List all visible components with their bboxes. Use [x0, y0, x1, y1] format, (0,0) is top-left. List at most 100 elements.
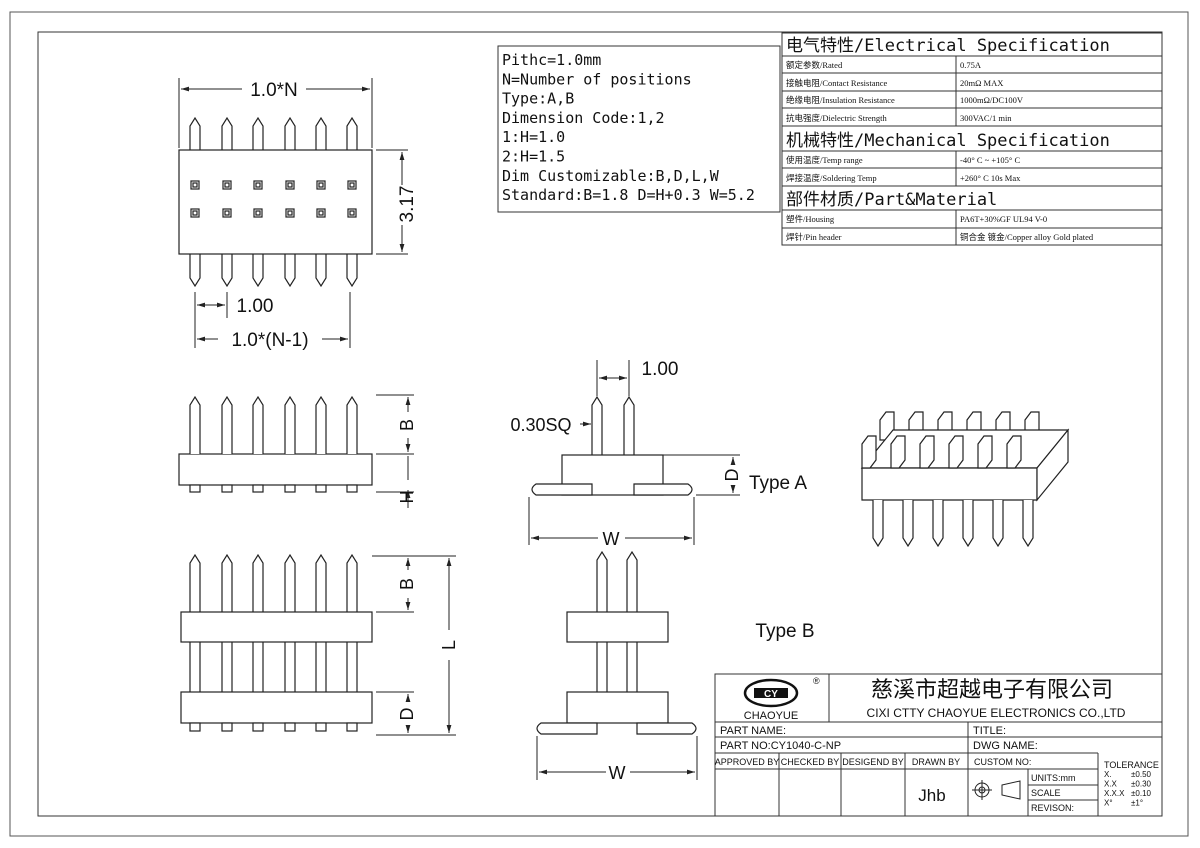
note-line: Pithc=1.0mm	[502, 51, 601, 69]
front-a-foot	[252, 484, 264, 493]
note-line: Dim Customizable:B,D,L,W	[502, 167, 720, 185]
company-name-cn: 慈溪市超越电子有限公司	[871, 677, 1113, 702]
inner-border	[37, 31, 1163, 817]
company-name-en: CIXI CTTY CHAOYUE ELECTRONICS CO.,LTD	[867, 706, 1126, 720]
pin-square-inner	[192, 182, 198, 188]
iso-bottom-pin	[932, 500, 944, 548]
tolerance-value: ±0.10	[1131, 789, 1152, 798]
scale-label: SCALE	[1031, 788, 1061, 798]
front-view-b-dimensions	[372, 555, 456, 736]
iso-bottom-pin	[992, 500, 1004, 548]
top-pin-lower	[284, 254, 296, 288]
front-a-pin	[221, 395, 233, 454]
custom-no-label: CUSTOM NO:	[974, 757, 1031, 767]
pin-square-inner	[224, 182, 230, 188]
dwg-name-label: DWG NAME:	[973, 740, 1038, 752]
top-pin-upper	[221, 116, 233, 150]
pin-square-inner	[318, 210, 324, 216]
drawer-name: Jhb	[918, 786, 945, 805]
pin-square	[190, 180, 200, 190]
iso-bottom-pin	[902, 500, 914, 548]
pin-square-inner	[349, 182, 355, 188]
side-view-type-a	[531, 395, 693, 496]
note-line: N=Number of positions	[502, 70, 692, 88]
designed-by-label: DESIGEND BY	[842, 757, 904, 767]
electrical-title: 电气特性/Electrical Specification	[786, 36, 1110, 56]
tolerance-value: ±1°	[1131, 799, 1143, 808]
dim-l: L	[439, 640, 459, 650]
pin-square-inner	[255, 210, 261, 216]
pin-square	[316, 180, 326, 190]
iso-front-pin	[890, 435, 906, 469]
pin-square-inner	[287, 182, 293, 188]
iso-front-pin	[861, 435, 877, 469]
spec-value: -40° C ~ +105° C	[960, 155, 1020, 165]
pin-square	[285, 180, 295, 190]
pin-square	[222, 180, 232, 190]
title-block	[714, 673, 1163, 817]
spec-label: 焊接温度/Soldering Temp	[786, 173, 877, 183]
tolerance-title: TOLERANCE	[1104, 760, 1159, 770]
notes-box	[497, 45, 781, 213]
note-line: 2:H=1.5	[502, 148, 565, 166]
iso-front-pin	[948, 435, 964, 469]
spec-value: 铜合金 镀金/Copper alloy Gold plated	[960, 232, 1094, 242]
top-pin-lower	[315, 254, 327, 288]
front-a-foot	[284, 484, 296, 493]
pin-square-inner	[255, 182, 261, 188]
front-a-pin	[315, 395, 327, 454]
iso-front-pin	[1006, 435, 1022, 469]
pin-square-inner	[192, 210, 198, 216]
front-b-foot	[346, 722, 358, 732]
spec-value: PA6T+30%GF UL94 V-0	[960, 214, 1047, 224]
dim-b-b: B	[397, 578, 417, 590]
pin-square	[316, 208, 326, 218]
iso-front-pin	[919, 435, 935, 469]
front-b-foot	[252, 722, 264, 732]
front-a-foot	[346, 484, 358, 493]
top-view-dimensions	[178, 78, 408, 348]
spec-value: 300VAC/1 min	[960, 113, 1012, 123]
spec-label: 使用温度/Temp range	[786, 155, 863, 165]
pin-square-inner	[318, 182, 324, 188]
note-line: 1:H=1.0	[502, 128, 565, 146]
tolerance-rows: X.±0.50X.X±0.30X.X.X±0.10X°±1°	[1104, 770, 1152, 808]
spec-value: 20mΩ MAX	[960, 78, 1003, 88]
front-a-pin	[252, 395, 264, 454]
front-view-type-a	[178, 395, 373, 493]
front-view-type-b	[180, 553, 373, 732]
spec-table	[781, 32, 1163, 246]
note-line: Dimension Code:1,2	[502, 109, 665, 127]
front-a-foot	[189, 484, 201, 493]
top-pin-lower	[252, 254, 264, 288]
outer-border	[9, 11, 1189, 837]
dim-w-b: W	[609, 763, 626, 783]
top-pin-lower	[221, 254, 233, 288]
front-b-foot	[315, 722, 327, 732]
tolerance-format: X°	[1104, 799, 1113, 808]
tolerance-value: ±0.50	[1131, 770, 1152, 779]
note-line: Standard:B=1.8 D=H+0.3 W=5.2	[502, 186, 755, 204]
pin-square	[222, 208, 232, 218]
top-view	[178, 116, 373, 288]
label-type-b: Type B	[755, 621, 814, 642]
material-title: 部件材质/Part&Material	[786, 190, 997, 210]
pin-square	[347, 208, 357, 218]
dim-d-a: D	[722, 469, 742, 482]
front-b-foot	[221, 722, 233, 732]
svg-text:CY: CY	[764, 689, 778, 700]
front-a-pin	[189, 395, 201, 454]
pin-square	[253, 180, 263, 190]
top-pin-upper	[252, 116, 264, 150]
tolerance-value: ±0.30	[1131, 780, 1152, 789]
dim-span: 1.0*(N-1)	[231, 330, 308, 351]
top-pin-upper	[315, 116, 327, 150]
svg-text:®: ®	[813, 676, 820, 686]
label-type-a: Type A	[749, 473, 807, 494]
dim-d-b: D	[397, 708, 417, 721]
tolerance-format: X.X.X	[1104, 789, 1125, 798]
pin-square	[347, 180, 357, 190]
spec-label: 绝缘电阻/Insulation Resistance	[786, 95, 895, 105]
title-label: TITLE:	[973, 725, 1006, 737]
